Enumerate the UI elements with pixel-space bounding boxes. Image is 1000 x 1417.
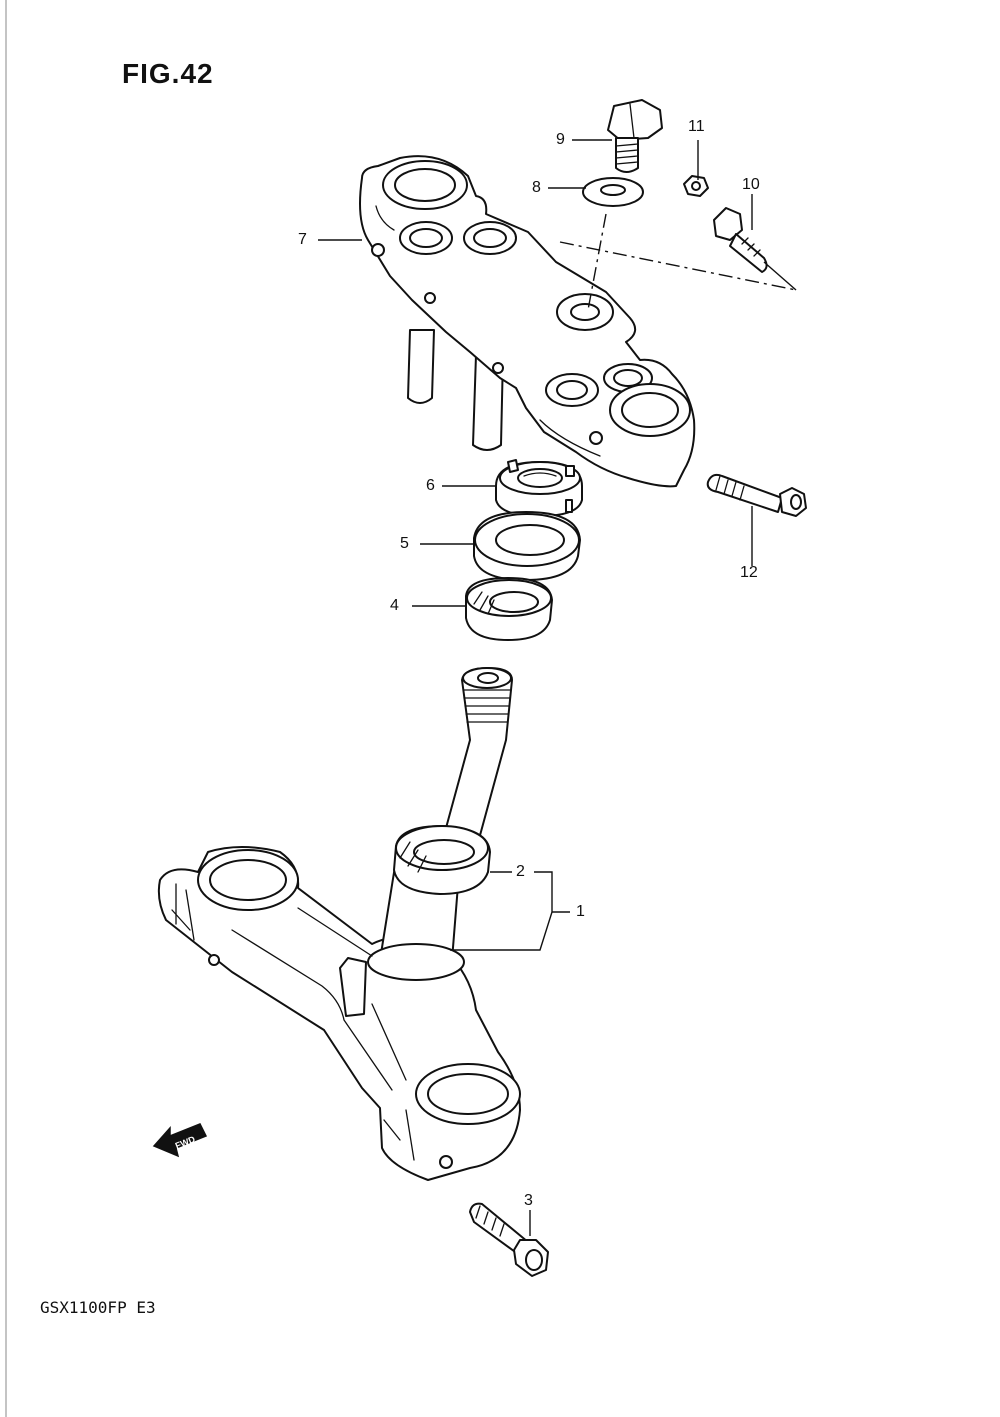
callout-11: 11 <box>688 118 705 135</box>
leader-lines <box>318 139 797 1236</box>
model-code: GSX1100FP E3 <box>40 1298 156 1317</box>
figure-title: FIG.42 <box>122 58 214 89</box>
dust-seal-part-5 <box>473 511 581 581</box>
upper-bearing-part-4 <box>465 577 553 641</box>
bolt-part-3 <box>469 1202 549 1277</box>
callout-6: 6 <box>426 477 435 494</box>
callout-12: 12 <box>740 564 758 581</box>
callout-9: 9 <box>556 131 565 148</box>
steering-stem-part-1 <box>157 667 521 1181</box>
upper-bracket-part-7 <box>359 155 696 488</box>
callout-7: 7 <box>298 231 307 248</box>
callout-2: 2 <box>516 863 525 880</box>
callout-3: 3 <box>524 1192 533 1209</box>
callout-1: 1 <box>576 903 585 920</box>
callout-4: 4 <box>390 597 399 614</box>
callout-8: 8 <box>532 179 541 196</box>
stem-nut-part-6 <box>495 459 583 517</box>
assembly-axis-line <box>587 213 607 311</box>
stem-bolt-part-9 <box>607 99 663 173</box>
forward-arrow-icon: FWD <box>152 1123 208 1158</box>
callout-10: 10 <box>742 176 760 193</box>
lower-bearing-part-2 <box>393 825 491 895</box>
bolt-part-12 <box>706 473 807 517</box>
pinch-bolt-part-10 <box>713 207 768 273</box>
washer-part-8 <box>582 177 644 207</box>
nut-part-11 <box>683 175 709 197</box>
callout-5: 5 <box>400 535 409 552</box>
